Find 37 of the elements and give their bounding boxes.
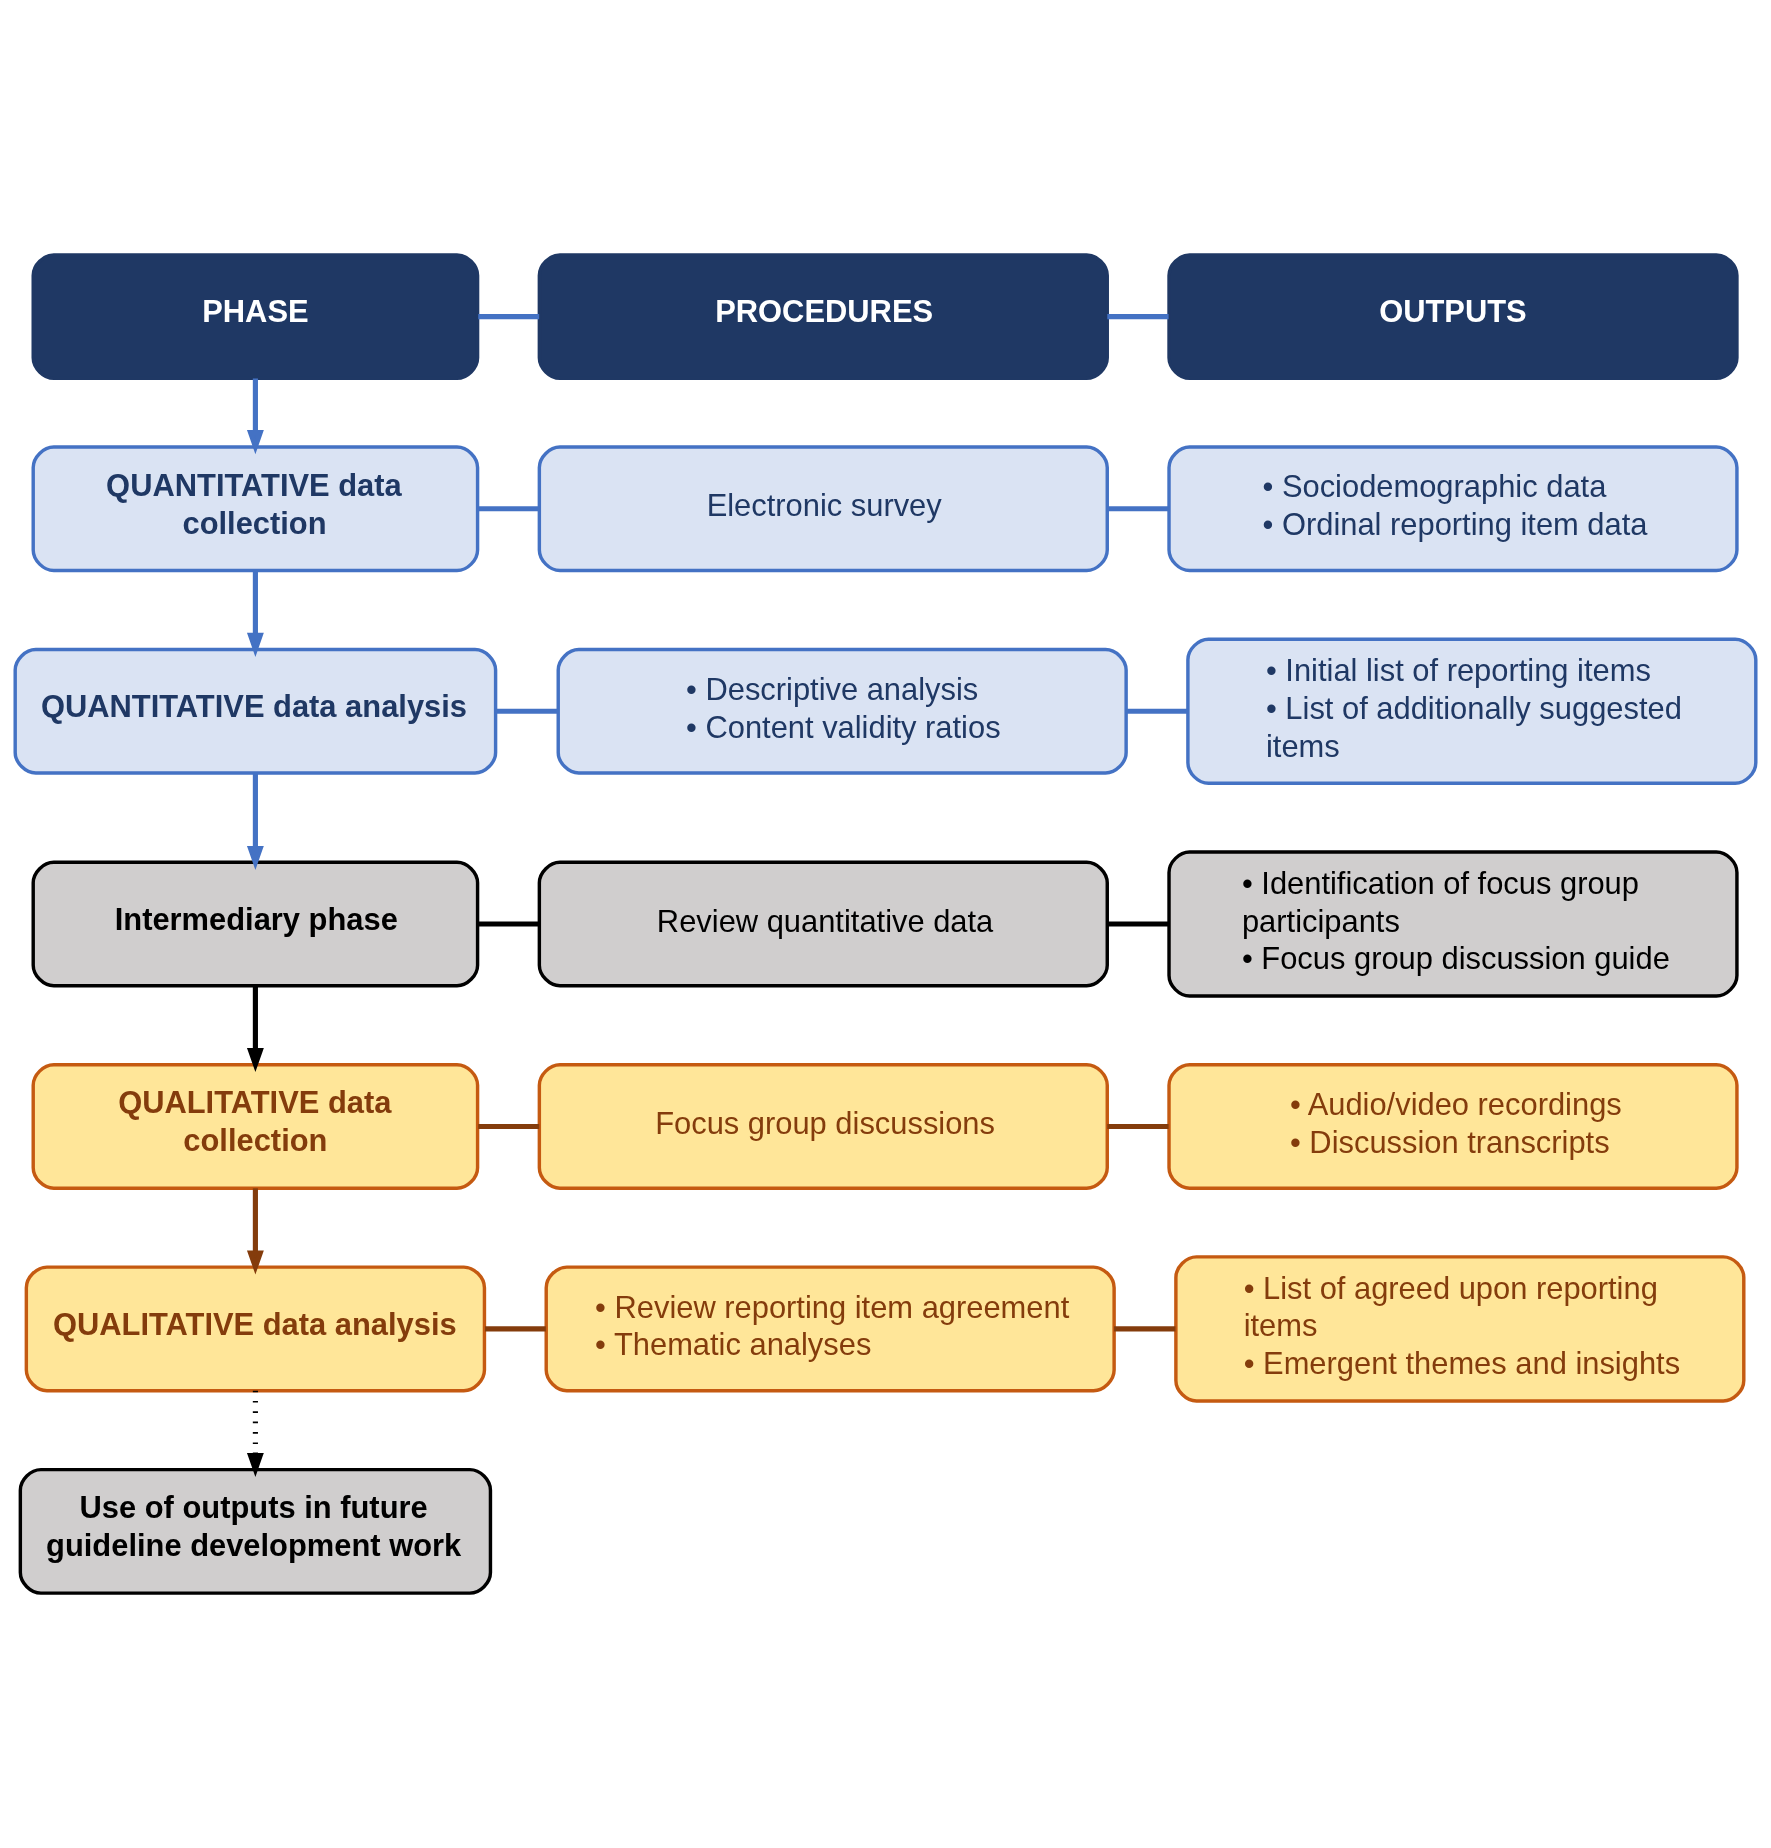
node-box: PROCEDURES [537,253,1109,381]
connector [1114,1326,1176,1332]
node-box: Intermediary phase [31,860,480,988]
arrow [246,570,264,657]
node-box: • Initial list of reporting items • List of additionally suggested items [1186,637,1758,786]
arrow [246,773,264,870]
connector [1126,708,1188,714]
connector [478,506,540,512]
connector [1107,1123,1169,1130]
node-box: Review quantitative data [537,860,1109,988]
connector [485,1326,546,1332]
node-box: • List of agreed upon reporting items • Emergent themes and insights [1174,1255,1746,1403]
arrow [246,1188,264,1275]
node-box: QUALITATIVE data collection [31,1062,480,1190]
node-box: Use of outputs in future guideline development work [18,1467,493,1595]
node-box: • Review reporting item agreement • Thematic analyses [544,1265,1116,1393]
node-box: • Audio/video recordings • Discussion transcripts [1167,1062,1739,1190]
connector [478,1123,540,1130]
node-box: Electronic survey [537,445,1109,573]
connector [1107,921,1169,927]
node-box: PHASE [31,253,480,381]
node-box: QUALITATIVE data analysis [24,1265,487,1393]
connector [495,708,559,714]
node-box: Focus group discussions [537,1062,1109,1190]
arrow [246,985,264,1073]
connector [478,314,540,320]
arrow [246,378,264,455]
arrow [246,1390,264,1477]
node-box: OUTPUTS [1167,253,1739,381]
node-box: • Identification of focus group participants • Focus group discussion guide [1167,850,1739,998]
node-box: QUANTITATIVE data analysis [13,647,498,775]
node-box: • Descriptive analysis • Content validity ratios [556,647,1128,775]
connector [1107,314,1169,320]
node-box: QUANTITATIVE data collection [31,445,480,573]
node-box: • Sociodemographic data • Ordinal reporting item data [1167,445,1739,573]
connector [1107,506,1169,512]
connector [478,921,540,927]
